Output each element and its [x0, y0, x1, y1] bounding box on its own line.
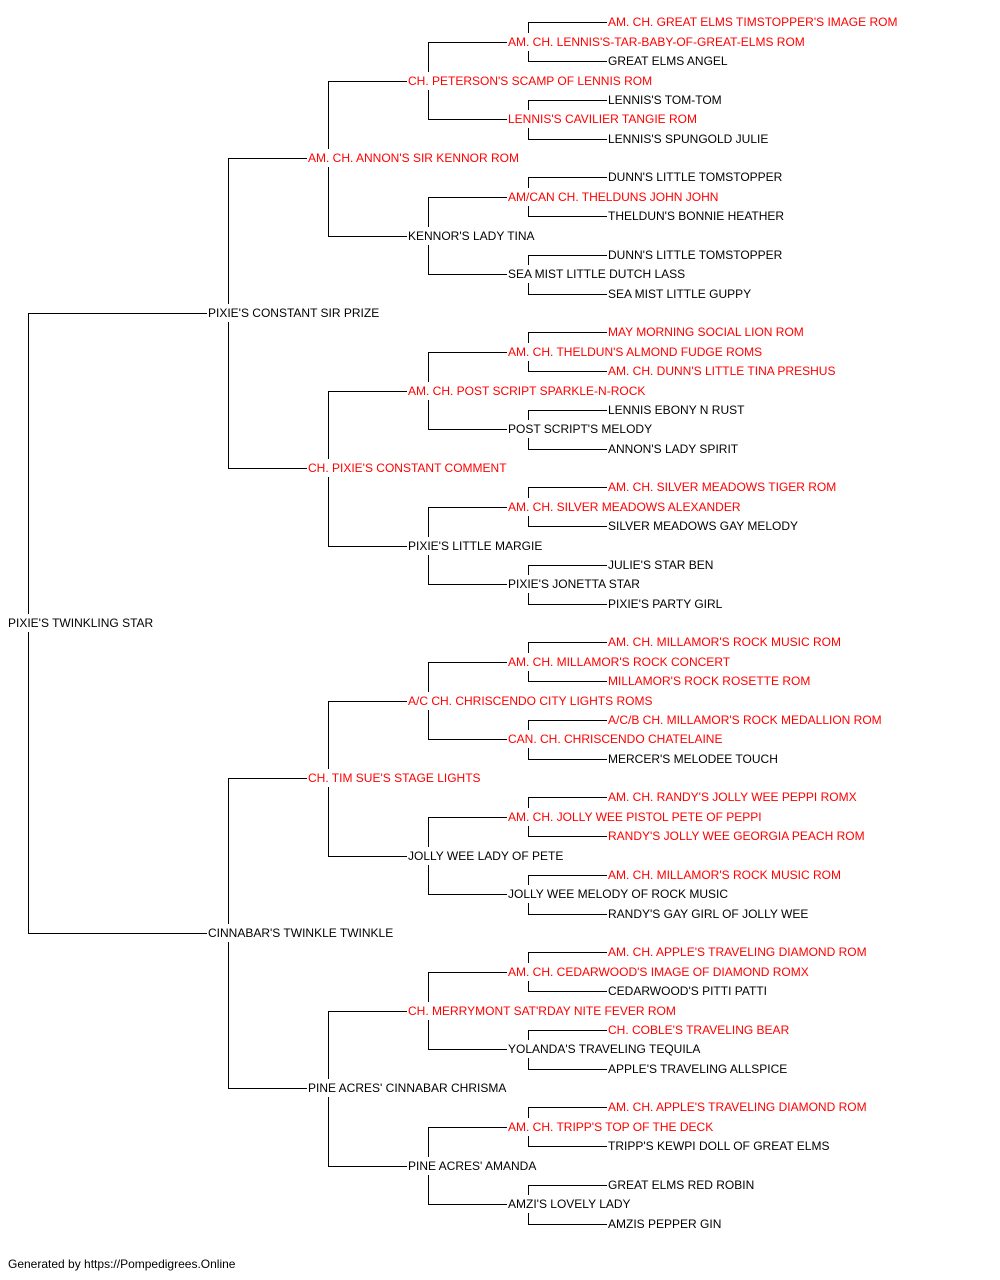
footer-credit: Generated by https://Pompedigrees.Online — [8, 1257, 236, 1271]
pedigree-node-gen3: A/C CH. CHRISCENDO CITY LIGHTS ROMS — [408, 694, 653, 708]
pedigree-node-gen4: AM. CH. TRIPP'S TOP OF THE DECK — [508, 1120, 714, 1134]
pedigree-node-gen5: AM. CH. GREAT ELMS TIMSTOPPER'S IMAGE RO… — [608, 15, 898, 29]
pedigree-node-gen5: RANDY'S JOLLY WEE GEORGIA PEACH ROM — [608, 829, 865, 843]
pedigree-node-gen5: LENNIS'S TOM-TOM — [608, 93, 722, 107]
pedigree-node-gen2: PINE ACRES' CINNABAR CHRISMA — [308, 1081, 507, 1095]
pedigree-node-gen5: PIXIE'S PARTY GIRL — [608, 597, 723, 611]
pedigree-node-gen4: LENNIS'S CAVILIER TANGIE ROM — [508, 112, 697, 126]
pedigree-node-gen5: DUNN'S LITTLE TOMSTOPPER — [608, 170, 783, 184]
pedigree-node-gen2: CH. TIM SUE'S STAGE LIGHTS — [308, 771, 481, 785]
pedigree-node-gen5: LENNIS EBONY N RUST — [608, 403, 745, 417]
pedigree-node-gen5: TRIPP'S KEWPI DOLL OF GREAT ELMS — [608, 1139, 830, 1153]
pedigree-node-gen3: PIXIE'S LITTLE MARGIE — [408, 539, 543, 553]
pedigree-node-gen5: MERCER'S MELODEE TOUCH — [608, 752, 778, 766]
pedigree-node-gen5: AMZIS PEPPER GIN — [608, 1217, 722, 1231]
pedigree-node-gen0: PIXIE'S TWINKLING STAR — [8, 616, 154, 630]
pedigree-node-gen5: GREAT ELMS ANGEL — [608, 54, 728, 68]
pedigree-node-gen5: SILVER MEADOWS GAY MELODY — [608, 519, 799, 533]
pedigree-node-gen5: MAY MORNING SOCIAL LION ROM — [608, 325, 804, 339]
pedigree-node-gen5: APPLE'S TRAVELING ALLSPICE — [608, 1062, 788, 1076]
pedigree-node-gen5: DUNN'S LITTLE TOMSTOPPER — [608, 248, 783, 262]
pedigree-node-gen5: AM. CH. APPLE'S TRAVELING DIAMOND ROM — [608, 1100, 867, 1114]
pedigree-node-gen4: YOLANDA'S TRAVELING TEQUILA — [508, 1042, 701, 1056]
pedigree-node-gen4: POST SCRIPT'S MELODY — [508, 422, 653, 436]
pedigree-node-gen5: AM. CH. MILLAMOR'S ROCK MUSIC ROM — [608, 868, 841, 882]
pedigree-node-gen4: AM. CH. THELDUN'S ALMOND FUDGE ROMS — [508, 345, 763, 359]
pedigree-node-gen3: PINE ACRES' AMANDA — [408, 1159, 537, 1173]
pedigree-node-gen3: AM. CH. POST SCRIPT SPARKLE-N-ROCK — [408, 384, 646, 398]
pedigree-node-gen2: CH. PIXIE'S CONSTANT COMMENT — [308, 461, 507, 475]
pedigree-node-gen4: AMZI'S LOVELY LADY — [508, 1197, 631, 1211]
pedigree-node-gen5: AM. CH. MILLAMOR'S ROCK MUSIC ROM — [608, 635, 841, 649]
pedigree-node-gen4: AM. CH. JOLLY WEE PISTOL PETE OF PEPPI — [508, 810, 762, 824]
pedigree-node-gen3: CH. MERRYMONT SAT'RDAY NITE FEVER ROM — [408, 1004, 676, 1018]
pedigree-node-gen4: AM. CH. MILLAMOR'S ROCK CONCERT — [508, 655, 731, 669]
pedigree-node-gen4: PIXIE'S JONETTA STAR — [508, 577, 640, 591]
pedigree-node-gen5: AM. CH. APPLE'S TRAVELING DIAMOND ROM — [608, 945, 867, 959]
pedigree-node-gen4: JOLLY WEE MELODY OF ROCK MUSIC — [508, 887, 729, 901]
pedigree-node-gen5: CH. COBLE'S TRAVELING BEAR — [608, 1023, 790, 1037]
pedigree-node-gen4: CAN. CH. CHRISCENDO CHATELAINE — [508, 732, 723, 746]
pedigree-node-gen3: JOLLY WEE LADY OF PETE — [408, 849, 564, 863]
pedigree-node-gen5: MILLAMOR'S ROCK ROSETTE ROM — [608, 674, 811, 688]
pedigree-node-gen4: SEA MIST LITTLE DUTCH LASS — [508, 267, 686, 281]
pedigree-node-gen5: CEDARWOOD'S PITTI PATTI — [608, 984, 767, 998]
pedigree-node-gen1: PIXIE'S CONSTANT SIR PRIZE — [208, 306, 380, 320]
pedigree-node-gen4: AM/CAN CH. THELDUNS JOHN JOHN — [508, 190, 719, 204]
pedigree-node-gen5: A/C/B CH. MILLAMOR'S ROCK MEDALLION ROM — [608, 713, 882, 727]
pedigree-node-gen5: LENNIS'S SPUNGOLD JULIE — [608, 132, 769, 146]
pedigree-node-gen4: AM. CH. SILVER MEADOWS ALEXANDER — [508, 500, 741, 514]
pedigree-node-gen3: KENNOR'S LADY TINA — [408, 229, 535, 243]
pedigree-node-gen5: AM. CH. SILVER MEADOWS TIGER ROM — [608, 480, 837, 494]
pedigree-node-gen5: AM. CH. RANDY'S JOLLY WEE PEPPI ROMX — [608, 790, 857, 804]
pedigree-node-gen5: ANNON'S LADY SPIRIT — [608, 442, 739, 456]
pedigree-node-gen4: AM. CH. LENNIS'S-TAR-BABY-OF-GREAT-ELMS … — [508, 35, 805, 49]
pedigree-node-gen4: AM. CH. CEDARWOOD'S IMAGE OF DIAMOND ROM… — [508, 965, 809, 979]
pedigree-node-gen5: GREAT ELMS RED ROBIN — [608, 1178, 755, 1192]
pedigree-node-gen5: JULIE'S STAR BEN — [608, 558, 714, 572]
pedigree-node-gen2: AM. CH. ANNON'S SIR KENNOR ROM — [308, 151, 519, 165]
pedigree-node-gen1: CINNABAR'S TWINKLE TWINKLE — [208, 926, 394, 940]
pedigree-node-gen3: CH. PETERSON'S SCAMP OF LENNIS ROM — [408, 74, 653, 88]
pedigree-node-gen5: RANDY'S GAY GIRL OF JOLLY WEE — [608, 907, 809, 921]
pedigree-node-gen5: AM. CH. DUNN'S LITTLE TINA PRESHUS — [608, 364, 836, 378]
pedigree-node-gen5: THELDUN'S BONNIE HEATHER — [608, 209, 785, 223]
pedigree-node-gen5: SEA MIST LITTLE GUPPY — [608, 287, 752, 301]
